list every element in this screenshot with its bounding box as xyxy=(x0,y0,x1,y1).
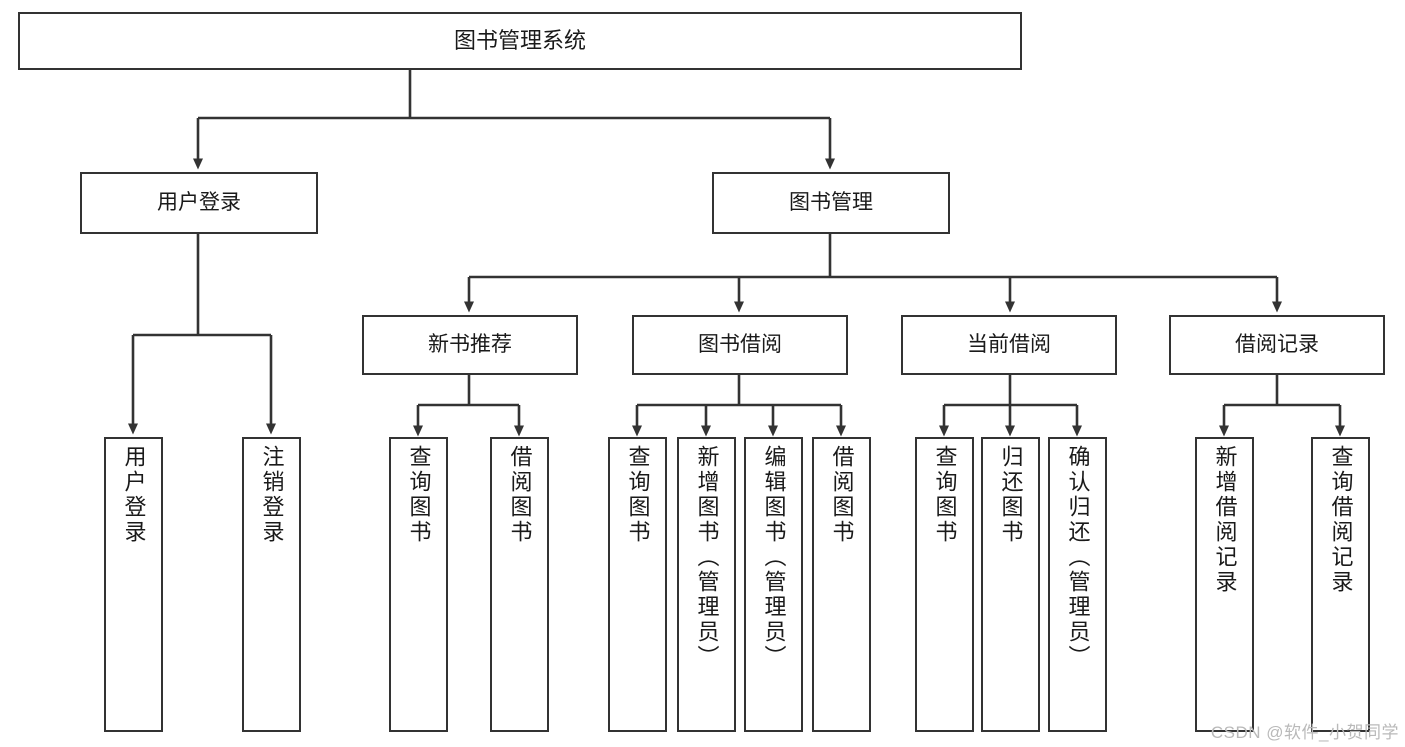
node-label: 编辑图书（管理员） xyxy=(761,445,787,670)
node-label: 确认归还（管理员） xyxy=(1065,445,1091,670)
node-leaf-add-borrow-record[interactable]: 新增借阅记录 xyxy=(1195,437,1254,732)
node-leaf-return-book[interactable]: 归还图书 xyxy=(981,437,1040,732)
node-leaf-borrow-book[interactable]: 借阅图书 xyxy=(812,437,871,732)
node-label: 新增借阅记录 xyxy=(1212,445,1238,595)
node-label: 借阅图书 xyxy=(507,445,533,545)
node-label: 用户登录 xyxy=(121,445,147,545)
node-leaf-query-book-current[interactable]: 查询图书 xyxy=(915,437,974,732)
node-label: 借阅图书 xyxy=(829,445,855,545)
node-label: 图书管理 xyxy=(789,190,873,214)
node-borrow-record[interactable]: 借阅记录 xyxy=(1169,315,1385,375)
node-label: 用户登录 xyxy=(157,190,241,214)
node-book-borrow[interactable]: 图书借阅 xyxy=(632,315,848,375)
node-root-book-management-system[interactable]: 图书管理系统 xyxy=(18,12,1022,70)
node-leaf-edit-book-admin[interactable]: 编辑图书（管理员） xyxy=(744,437,803,732)
node-leaf-user-login[interactable]: 用户登录 xyxy=(104,437,163,732)
node-label: 图书借阅 xyxy=(698,332,782,356)
node-leaf-query-book-recommend[interactable]: 查询图书 xyxy=(389,437,448,732)
node-leaf-borrow-book-recommend[interactable]: 借阅图书 xyxy=(490,437,549,732)
node-label: 归还图书 xyxy=(998,445,1024,545)
node-label: 图书管理系统 xyxy=(453,28,586,54)
node-leaf-query-borrow-record[interactable]: 查询借阅记录 xyxy=(1311,437,1370,732)
node-leaf-query-book-borrow[interactable]: 查询图书 xyxy=(608,437,667,732)
node-label: 新书推荐 xyxy=(428,332,512,356)
node-label: 借阅记录 xyxy=(1235,332,1319,356)
node-label: 查询图书 xyxy=(625,445,651,545)
node-new-book-recommend[interactable]: 新书推荐 xyxy=(362,315,578,375)
node-label: 当前借阅 xyxy=(967,332,1051,356)
node-leaf-add-book-admin[interactable]: 新增图书（管理员） xyxy=(677,437,736,732)
node-label: 查询借阅记录 xyxy=(1328,445,1354,595)
node-current-borrow[interactable]: 当前借阅 xyxy=(901,315,1117,375)
node-leaf-confirm-return-admin[interactable]: 确认归还（管理员） xyxy=(1048,437,1107,732)
node-label: 查询图书 xyxy=(406,445,432,545)
node-user-login[interactable]: 用户登录 xyxy=(80,172,318,234)
node-book-management[interactable]: 图书管理 xyxy=(712,172,950,234)
node-label: 新增图书（管理员） xyxy=(694,445,720,670)
node-label: 注销登录 xyxy=(259,445,285,545)
node-label: 查询图书 xyxy=(932,445,958,545)
node-leaf-user-logout[interactable]: 注销登录 xyxy=(242,437,301,732)
